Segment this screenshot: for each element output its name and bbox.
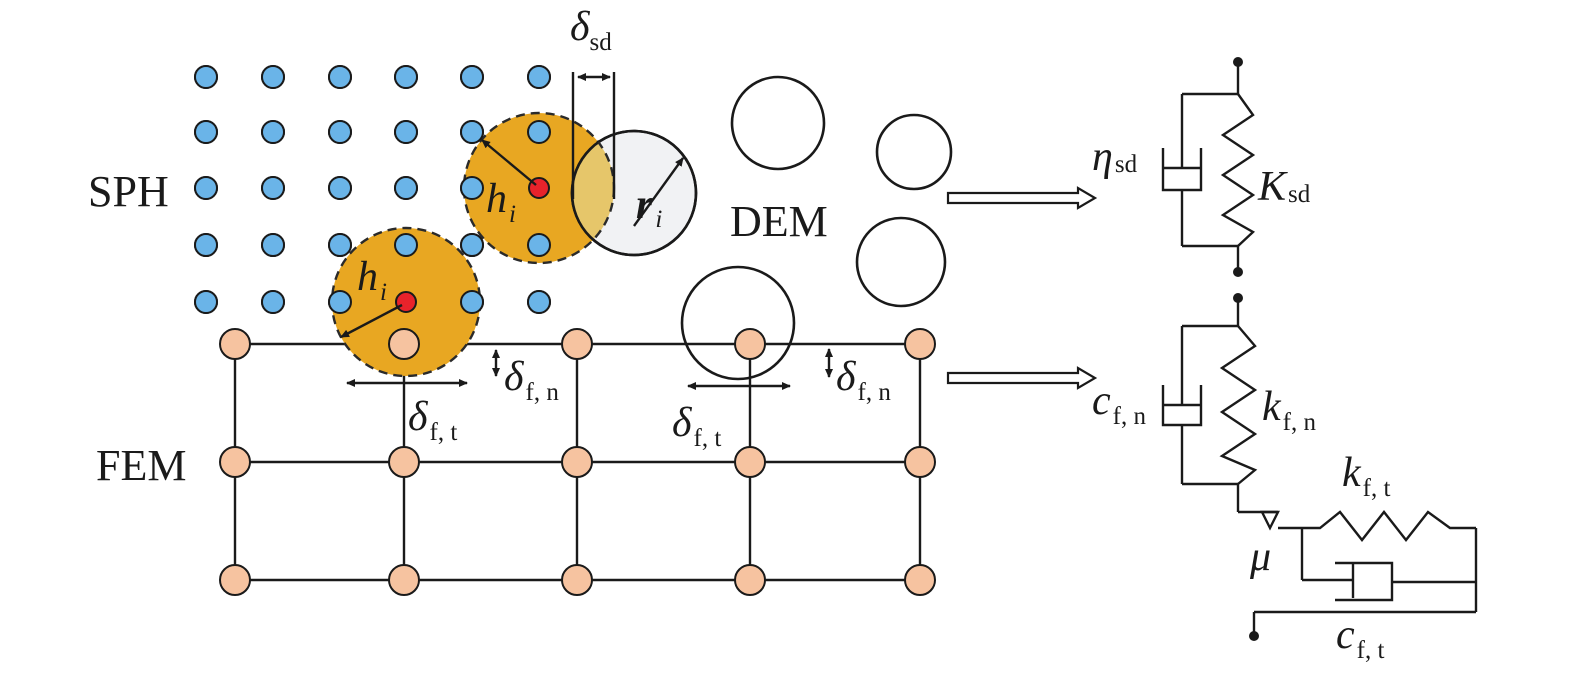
delta-sd-label: δsd	[570, 4, 612, 56]
h-i-upper-label: hi	[486, 176, 516, 228]
sph-particle	[394, 65, 418, 89]
fem-node	[561, 564, 593, 596]
sph-particle	[194, 176, 218, 200]
k-ft-label: kf, t	[1342, 450, 1390, 502]
fem-node	[219, 446, 251, 478]
double-arrow-lower	[946, 366, 1098, 390]
delta-ft-right-label: δf, t	[672, 400, 721, 452]
sph-particle	[328, 290, 352, 314]
dem-label: DEM	[730, 197, 828, 246]
radius-arrow-upper	[481, 139, 537, 186]
sph-particle	[261, 120, 285, 144]
fem-node	[219, 328, 251, 360]
sph-particle	[527, 65, 551, 89]
sph-particle	[261, 65, 285, 89]
dem-particle	[875, 113, 953, 191]
sph-particle	[460, 176, 484, 200]
mu-label: μ	[1249, 534, 1271, 580]
fem-node	[904, 446, 936, 478]
sph-particle	[460, 65, 484, 89]
sph-particle	[194, 65, 218, 89]
sph-label: SPH	[88, 167, 169, 216]
c-fn-label: cf, n	[1092, 378, 1146, 430]
fem-node	[561, 446, 593, 478]
fem-node	[219, 564, 251, 596]
delta-ft-left-label: δf, t	[408, 394, 457, 446]
c-ft-label: cf, t	[1336, 612, 1384, 664]
center-particle-lower	[395, 291, 417, 313]
spring-k-ft	[1302, 510, 1476, 542]
sph-particle	[527, 233, 551, 257]
sph-particle	[527, 120, 551, 144]
sph-particle	[328, 233, 352, 257]
dashpot-eta-sd	[1161, 94, 1203, 246]
double-arrow-upper	[946, 186, 1098, 210]
dashpot-c-ft	[1302, 561, 1476, 602]
fem-node	[561, 328, 593, 360]
radius-arrow-dem	[633, 157, 684, 227]
sph-particle	[394, 120, 418, 144]
fem-node	[388, 328, 420, 360]
sph-particle	[194, 290, 218, 314]
h-i-lower-label: hi	[357, 254, 387, 306]
sph-particle	[394, 233, 418, 257]
sph-particle	[460, 120, 484, 144]
sph-particle	[194, 233, 218, 257]
sph-particle	[460, 290, 484, 314]
fem-node	[734, 328, 766, 360]
sph-particle	[394, 176, 418, 200]
fem-node	[904, 564, 936, 596]
spring-K-sd	[1220, 93, 1256, 247]
sph-particles-overlay	[194, 65, 551, 314]
fem-node	[388, 564, 420, 596]
fem-node	[904, 328, 936, 360]
sd-contact-model	[1161, 57, 1256, 277]
sph-particle	[328, 176, 352, 200]
sph-particle	[527, 290, 551, 314]
fem-nodes	[219, 328, 936, 596]
sph-particle	[261, 233, 285, 257]
sph-particle	[194, 120, 218, 144]
spring-k-fn	[1219, 325, 1258, 485]
sph-particle	[261, 176, 285, 200]
dem-particle	[730, 75, 826, 171]
K-sd-label: Ksd	[1257, 164, 1311, 210]
sph-particle	[460, 233, 484, 257]
fem-node	[388, 446, 420, 478]
radius-arrow-lower	[340, 303, 403, 339]
fem-label: FEM	[96, 441, 186, 490]
fem-contact-model	[1161, 293, 1478, 641]
fem-node	[734, 564, 766, 596]
delta-fn-left-label: δf, n	[504, 354, 559, 406]
sph-particle	[261, 290, 285, 314]
friction-element-mu	[1260, 510, 1280, 531]
dem-particle-on-fem	[680, 265, 796, 381]
eta-sd-label: ηsd	[1092, 134, 1138, 180]
delta-sd-marker	[571, 72, 616, 199]
sph-particle	[328, 120, 352, 144]
dem-particle	[855, 216, 947, 308]
k-fn-label: kf, n	[1262, 384, 1316, 436]
delta-fn-right-label: δf, n	[836, 354, 891, 406]
dashpot-c-fn	[1161, 326, 1203, 484]
sph-particle	[328, 65, 352, 89]
fem-node	[734, 446, 766, 478]
